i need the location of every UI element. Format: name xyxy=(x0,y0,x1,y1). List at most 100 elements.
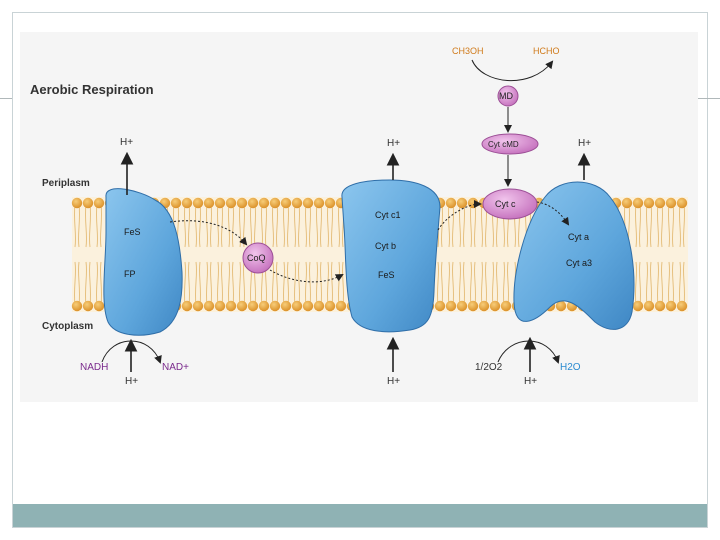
lipid-tail xyxy=(315,202,323,248)
lipid-tail xyxy=(282,261,290,307)
lipid-tail xyxy=(95,202,103,248)
lipid-tail xyxy=(634,202,642,248)
lipid-head xyxy=(654,300,666,312)
proton-in-label-3: H+ xyxy=(524,376,537,387)
lipid-tail xyxy=(667,261,675,307)
lipid-tail xyxy=(84,202,92,248)
lipid-head xyxy=(236,300,248,312)
complex-iii-to-cytc-arrow xyxy=(437,200,482,231)
lipid-head xyxy=(225,300,237,312)
lipid-head xyxy=(280,197,292,209)
diagram-canvas: Aerobic Respiration Periplasm Cytoplasm … xyxy=(30,46,688,387)
methanol-label: CH3OH xyxy=(452,46,484,56)
lipid-tail xyxy=(73,261,81,307)
lipid-tail xyxy=(436,261,444,307)
lipid-head xyxy=(445,197,457,209)
lipid-tail xyxy=(194,261,202,307)
lipid-head xyxy=(214,300,226,312)
md-label: MD xyxy=(499,91,513,101)
complex-i xyxy=(103,188,183,336)
lipid-head xyxy=(82,300,94,312)
lipid-tail xyxy=(194,202,202,248)
lipid-tail xyxy=(480,261,488,307)
lipid-tail xyxy=(326,202,334,248)
lipid-head xyxy=(467,197,479,209)
lipid-head xyxy=(445,300,457,312)
lipid-tail xyxy=(645,261,653,307)
lipid-tail xyxy=(293,202,301,248)
lipid-tail xyxy=(271,261,279,307)
coq-label: CoQ xyxy=(247,253,266,263)
md-enzyme xyxy=(497,85,519,107)
oxygen-label: 1/2O2 xyxy=(475,362,503,373)
decorative-rule-right xyxy=(692,98,720,99)
lipid-head xyxy=(335,300,347,312)
lipid-tail xyxy=(227,202,235,248)
lipid-tail xyxy=(447,261,455,307)
lipid-head xyxy=(489,300,501,312)
lipid-head xyxy=(247,300,259,312)
lipid-tail xyxy=(304,261,312,307)
complex-i-fp-label: FP xyxy=(124,269,136,279)
water-label: H2O xyxy=(560,362,581,373)
complex-iv xyxy=(513,181,635,330)
lipid-head xyxy=(676,300,688,312)
lipid-tail xyxy=(634,261,642,307)
lipid-tail xyxy=(293,261,301,307)
lipid-head xyxy=(302,300,314,312)
lipid-head xyxy=(93,197,105,209)
lipid-head xyxy=(434,300,446,312)
coq-to-complex-iii-arrow xyxy=(269,269,344,283)
lipid-tail xyxy=(205,261,213,307)
figure-title: Aerobic Respiration xyxy=(30,82,154,97)
lipid-tail xyxy=(216,261,224,307)
complex-iv-cyt-a3-label: Cyt a3 xyxy=(566,258,592,268)
lipid-head xyxy=(280,300,292,312)
cytoplasm-label: Cytoplasm xyxy=(42,321,93,332)
lipid-head xyxy=(632,197,644,209)
lipid-tail xyxy=(469,261,477,307)
lipid-head xyxy=(291,300,303,312)
lipid-head xyxy=(555,300,567,312)
lipid-head xyxy=(269,197,281,209)
lipid-head xyxy=(467,300,479,312)
lipid-head xyxy=(313,300,325,312)
complex-i-fes-label: FeS xyxy=(124,227,141,237)
lipid-head xyxy=(192,300,204,312)
cyt-c-label: Cyt c xyxy=(495,199,516,209)
lipid-head xyxy=(676,197,688,209)
cyt-c-carrier xyxy=(482,188,538,220)
lipid-tail xyxy=(678,202,686,248)
lipid-tail xyxy=(656,261,664,307)
lipid-head xyxy=(665,300,677,312)
lipid-head xyxy=(313,197,325,209)
lipid-tail xyxy=(502,261,510,307)
lipid-tail xyxy=(645,202,653,248)
lipid-head xyxy=(214,197,226,209)
lipid-tail xyxy=(271,202,279,248)
lipid-head xyxy=(192,197,204,209)
lipid-head xyxy=(225,197,237,209)
lipid-tail xyxy=(678,261,686,307)
lipid-tail xyxy=(282,202,290,248)
lipid-tail xyxy=(458,202,466,248)
lipid-tail xyxy=(326,261,334,307)
lipid-head xyxy=(181,197,193,209)
proton-out-label-2: H+ xyxy=(387,138,400,149)
proton-out-label-3: H+ xyxy=(578,138,591,149)
oxygen-reduction-arrow xyxy=(497,340,560,364)
lipid-tail xyxy=(95,261,103,307)
cyt-cmd-label: Cyt cMD xyxy=(488,140,519,149)
lipid-head xyxy=(643,300,655,312)
formaldehyde-label: HCHO xyxy=(533,46,560,56)
lipid-head xyxy=(456,300,468,312)
lipid-head xyxy=(71,300,83,312)
lipid-head xyxy=(291,197,303,209)
lipid-head xyxy=(643,197,655,209)
lipid-head xyxy=(258,300,270,312)
complex-iii-fes-label: FeS xyxy=(378,270,395,280)
lipid-head xyxy=(478,300,490,312)
lipid-head xyxy=(170,197,182,209)
complex-iii-cyt-c1-label: Cyt c1 xyxy=(375,210,401,220)
